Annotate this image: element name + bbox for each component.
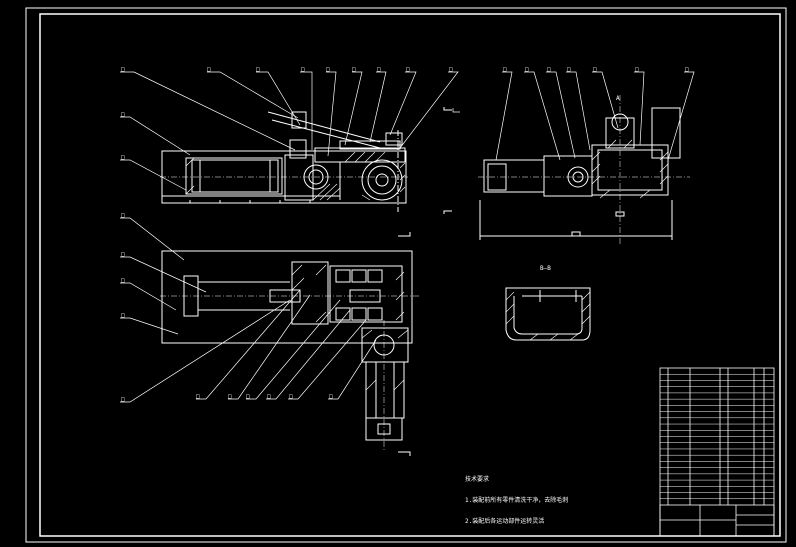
callout-13: □ (503, 66, 507, 73)
section-bb-hatch (505, 291, 591, 341)
section-marks (398, 107, 452, 456)
front-view-callouts: □ □ □ □ □ □ □ □ □ □ □ (121, 66, 453, 161)
callout-3: □ (256, 66, 260, 73)
callout-29: □ (267, 393, 271, 400)
outer-frame (25, 7, 787, 543)
side-view-callouts: □ □ □ □ □ □ □ A (503, 66, 689, 102)
section-label: B—B (540, 265, 551, 272)
plan-view-leaders (120, 217, 377, 403)
callout-7: □ (377, 66, 381, 73)
callout-25: □ (121, 396, 125, 403)
callout-28: □ (246, 393, 250, 400)
callout-17: □ (593, 66, 597, 73)
callout-15: □ (547, 66, 551, 73)
side-view (478, 95, 690, 245)
callout-11: □ (121, 154, 125, 161)
callout-8: □ (406, 66, 410, 73)
notes-line-1: 1.装配前所有零件清洗干净，去除毛刺 (465, 497, 569, 504)
callout-26: □ (196, 393, 200, 400)
callout-27: □ (228, 393, 232, 400)
callout-31: □ (329, 393, 333, 400)
parts-list-rows (660, 373, 774, 500)
section-bb (505, 287, 591, 341)
callout-10: □ (121, 111, 125, 118)
plan-view (160, 250, 420, 450)
front-view (160, 111, 410, 212)
callout-19: □ (685, 66, 689, 73)
callout-24: □ (121, 312, 125, 319)
technical-notes: 技术要求 1.装配前所有零件清洗干净，去除毛刺 2.装配后各运动部件运转灵活 (465, 462, 568, 532)
callout-14: □ (525, 66, 529, 73)
callout-18: □ (635, 66, 639, 73)
callout-23: □ (121, 277, 125, 284)
title-block (659, 367, 775, 537)
callout-16: □ (567, 66, 571, 73)
front-view-hatch (185, 151, 406, 201)
side-view-leaders (495, 71, 695, 161)
callout-6: □ (352, 66, 356, 73)
callout-9: □ (449, 66, 453, 73)
callout-22: □ (121, 251, 125, 258)
callout-5: □ (326, 66, 330, 73)
callout-2: □ (207, 66, 211, 73)
plan-view-hatch (291, 264, 409, 391)
side-view-hatch (591, 139, 669, 199)
inner-frame (39, 13, 781, 537)
front-view-leaders (120, 71, 460, 191)
notes-line-2: 2.装配后各运动部件运转灵活 (465, 518, 545, 525)
view-label-top: A (616, 95, 620, 102)
callout-30: □ (289, 393, 293, 400)
callout-4: □ (301, 66, 305, 73)
callout-21: □ (121, 212, 125, 219)
callout-1: □ (121, 66, 125, 73)
plan-view-callouts: □ □ □ □ □ □ □ □ □ □ □ (121, 212, 333, 403)
notes-title: 技术要求 (465, 476, 490, 483)
